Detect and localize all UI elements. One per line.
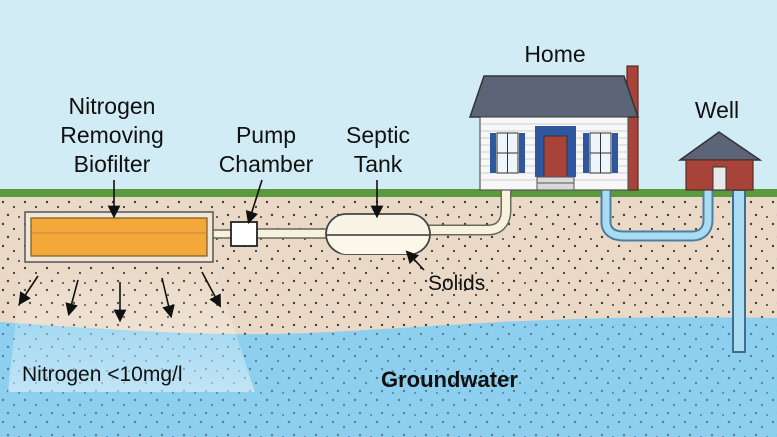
biofilter bbox=[24, 211, 214, 263]
pipe-septic-to-home-fill bbox=[428, 188, 510, 234]
pump-chamber-label-line1: Pump bbox=[236, 122, 296, 148]
solids-label: Solids bbox=[428, 272, 485, 295]
biofilter-label-line2: Removing bbox=[60, 122, 164, 148]
septic-tank bbox=[325, 213, 431, 255]
infiltration-arrow bbox=[161, 277, 175, 319]
pipes bbox=[207, 188, 746, 353]
nitrogen-level-label: Nitrogen <10mg/l bbox=[22, 363, 183, 386]
biofilter-body bbox=[30, 217, 208, 257]
infiltration-arrow bbox=[201, 271, 222, 308]
house-door bbox=[543, 135, 568, 178]
well-house-door bbox=[712, 166, 727, 191]
solids-pointer bbox=[405, 250, 425, 271]
house-shutter-left-2 bbox=[519, 133, 525, 173]
well-casing bbox=[732, 189, 746, 353]
house-shutter-right-2 bbox=[612, 133, 618, 173]
house-chimney bbox=[626, 65, 639, 191]
house-roof bbox=[468, 75, 640, 118]
house bbox=[468, 65, 640, 191]
infiltration-arrows bbox=[18, 271, 222, 323]
septic-tank-label-line2: Tank bbox=[354, 151, 403, 177]
house-shutter-left-1 bbox=[490, 133, 496, 173]
pump-chamber bbox=[230, 221, 258, 247]
biofilter-label-line1: Nitrogen bbox=[69, 93, 156, 119]
groundwater-label: Groundwater bbox=[381, 367, 518, 392]
treated-water-plume bbox=[8, 262, 255, 392]
infiltration-arrow bbox=[65, 279, 79, 317]
well-label: Well bbox=[695, 97, 739, 123]
pump-chamber-label-line2: Chamber bbox=[219, 151, 314, 177]
pipe-well-to-home-fill bbox=[602, 188, 712, 240]
septic-tank-solids bbox=[328, 236, 428, 254]
home-label: Home bbox=[524, 41, 585, 67]
septic-tank-label-line1: Septic bbox=[346, 122, 410, 148]
well-house bbox=[677, 131, 763, 191]
infiltration-arrow bbox=[18, 275, 39, 306]
house-shutter-right-1 bbox=[583, 133, 589, 173]
sky bbox=[0, 0, 777, 194]
leader-lines bbox=[107, 179, 425, 271]
biofilter-label-line3: Biofilter bbox=[74, 151, 151, 177]
grass-line bbox=[0, 189, 777, 197]
pipe-pump-to-septic bbox=[255, 228, 331, 239]
pump-pointer bbox=[245, 179, 263, 225]
